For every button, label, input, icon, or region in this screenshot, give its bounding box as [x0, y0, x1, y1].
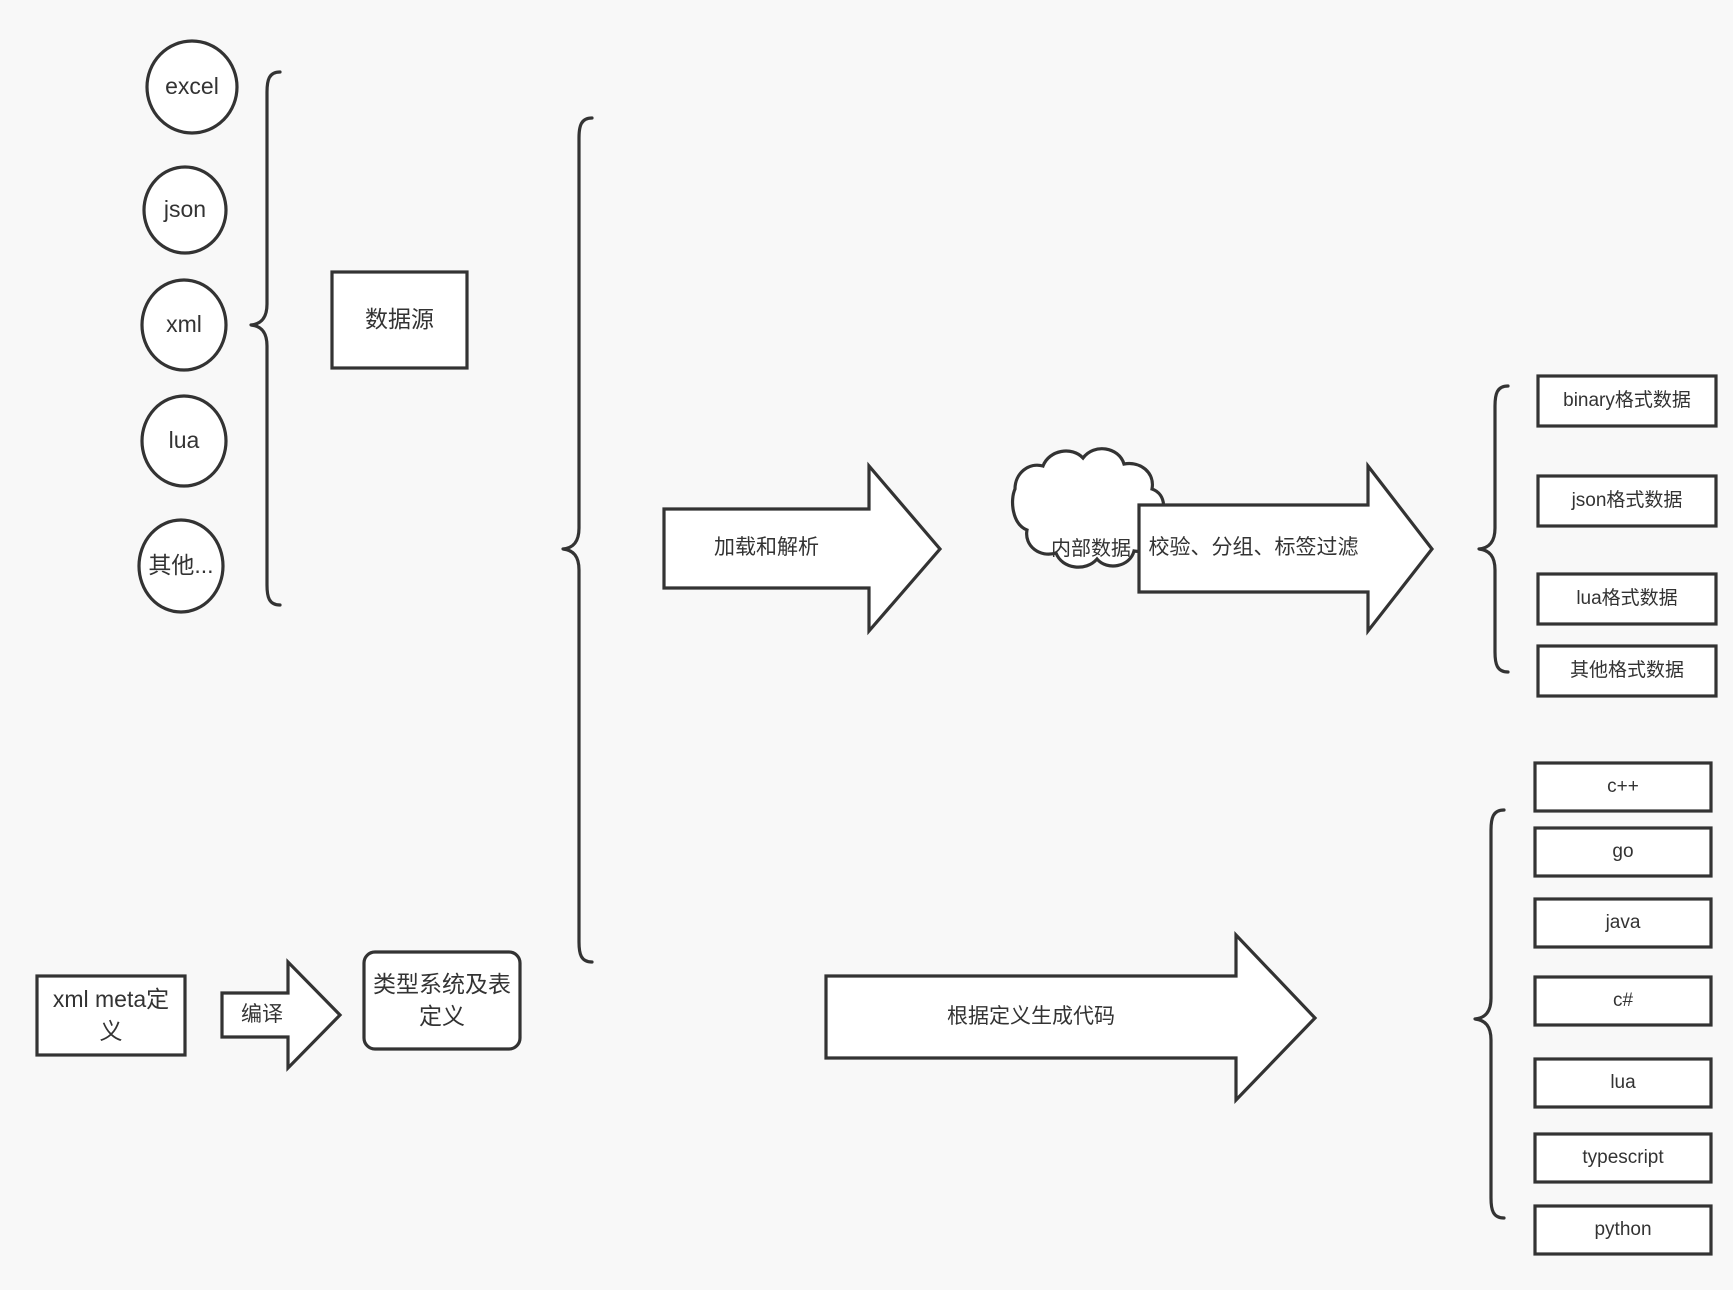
box-output-binary[interactable] — [1536, 374, 1718, 428]
box-output-lua[interactable] — [1536, 572, 1718, 626]
source-ellipse-other[interactable] — [137, 518, 225, 614]
source-ellipse-excel[interactable] — [145, 39, 239, 135]
box-lang-python[interactable] — [1533, 1204, 1713, 1256]
box-lang-java[interactable] — [1533, 897, 1713, 949]
box-xml-meta-definition[interactable] — [35, 974, 187, 1057]
source-ellipse-xml[interactable] — [140, 278, 228, 372]
box-type-system-and-table-definition[interactable] — [362, 950, 522, 1051]
source-ellipse-json[interactable] — [142, 165, 228, 255]
arrow-validate-group-filter[interactable] — [1137, 461, 1435, 636]
pipeline-input-brace — [561, 116, 594, 964]
box-output-json[interactable] — [1536, 474, 1718, 528]
languages-brace — [1473, 808, 1506, 1220]
box-lang-cpp[interactable] — [1533, 761, 1713, 813]
box-data-source[interactable] — [330, 270, 469, 370]
sources-brace — [249, 70, 282, 607]
box-lang-csharp[interactable] — [1533, 975, 1713, 1027]
box-lang-lua[interactable] — [1533, 1057, 1713, 1109]
arrow-load-and-parse[interactable] — [662, 461, 943, 636]
source-ellipse-lua[interactable] — [140, 394, 228, 488]
box-output-other[interactable] — [1536, 644, 1718, 698]
data-formats-brace — [1477, 384, 1510, 674]
arrow-generate-code[interactable] — [824, 930, 1318, 1104]
box-lang-go[interactable] — [1533, 826, 1713, 878]
arrow-compile[interactable] — [220, 958, 343, 1072]
box-lang-typescript[interactable] — [1533, 1132, 1713, 1184]
